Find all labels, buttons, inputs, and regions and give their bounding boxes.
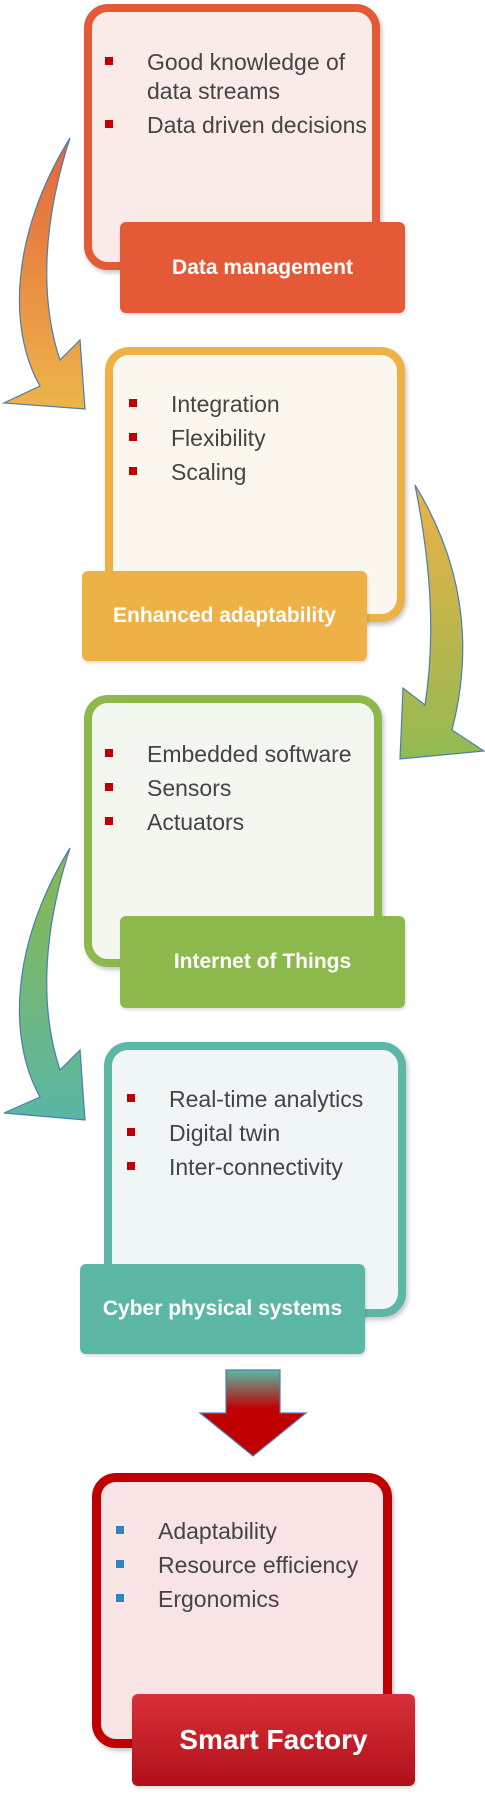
bullet-item: Flexibility xyxy=(127,424,387,453)
bullet-item: Inter-connectivity xyxy=(125,1153,405,1182)
bullet-item: Digital twin xyxy=(125,1119,405,1148)
bullet-marker-icon xyxy=(129,467,137,475)
result-label-smart-factory: Smart Factory xyxy=(132,1694,415,1786)
bullet-item: Actuators xyxy=(103,808,363,837)
bullet-item: Sensors xyxy=(103,774,363,803)
bullet-marker-icon xyxy=(105,817,113,825)
bullet-item: Resource efficiency xyxy=(114,1551,404,1580)
bullet-marker-icon xyxy=(127,1094,135,1102)
stage-bullets-internet-of-things: Embedded software Sensors Actuators xyxy=(103,740,363,842)
bullet-marker-icon xyxy=(105,120,113,128)
bullet-item: Real-time analytics xyxy=(125,1085,405,1114)
bullet-marker-icon xyxy=(116,1560,124,1568)
bullet-marker-icon xyxy=(127,1128,135,1136)
bullet-item: Scaling xyxy=(127,458,387,487)
bullet-marker-icon xyxy=(129,433,137,441)
stage-label-internet-of-things: Internet of Things xyxy=(120,916,405,1008)
bullet-marker-icon xyxy=(105,749,113,757)
stage-label-enhanced-adaptability: Enhanced adaptability xyxy=(82,571,367,661)
stage-bullets-data-management: Good knowledge of data streams Data driv… xyxy=(103,48,375,145)
bullet-marker-icon xyxy=(127,1162,135,1170)
curved-arrow-icon xyxy=(1,137,86,410)
curved-arrow-icon xyxy=(399,484,485,760)
bullet-item: Ergonomics xyxy=(114,1585,404,1614)
bullet-item: Embedded software xyxy=(103,740,363,769)
bullet-marker-icon xyxy=(105,57,113,65)
result-bullets: Adaptability Resource efficiency Ergonom… xyxy=(114,1517,404,1619)
bullet-marker-icon xyxy=(116,1526,124,1534)
bullet-item: Good knowledge of data streams xyxy=(103,48,375,106)
stage-bullets-cyber-physical-systems: Real-time analytics Digital twin Inter-c… xyxy=(125,1085,405,1187)
bullet-marker-icon xyxy=(116,1594,124,1602)
bullet-item: Adaptability xyxy=(114,1517,404,1546)
bullet-item: Data driven decisions xyxy=(103,111,375,140)
down-arrow-icon xyxy=(198,1369,308,1457)
curved-arrow-icon xyxy=(3,847,86,1121)
bullet-marker-icon xyxy=(129,399,137,407)
bullet-marker-icon xyxy=(105,783,113,791)
stage-label-data-management: Data management xyxy=(120,222,405,313)
bullet-item: Integration xyxy=(127,390,387,419)
stage-bullets-enhanced-adaptability: Integration Flexibility Scaling xyxy=(127,390,387,492)
stage-label-cyber-physical-systems: Cyber physical systems xyxy=(80,1264,365,1354)
